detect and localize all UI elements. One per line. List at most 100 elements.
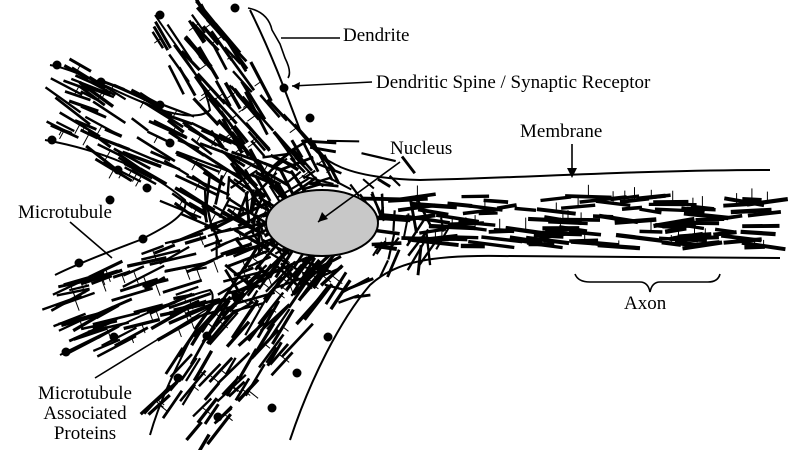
associated-protein-link: [74, 124, 81, 134]
microtubule-segment: [70, 77, 112, 96]
microtubule-segment: [253, 171, 278, 197]
associated-protein-link: [220, 369, 228, 376]
microtubule-segment: [104, 127, 123, 138]
microtubule-segment: [319, 266, 343, 279]
associated-protein-link: [224, 91, 236, 101]
microtubule-segment: [290, 139, 304, 159]
microtubule-segment: [113, 147, 151, 170]
microtubule-segment: [271, 239, 291, 268]
microtubule-segment: [458, 220, 496, 227]
dendritic-spine-label: Dendritic Spine / Synaptic Receptor: [376, 72, 651, 93]
microtubule-segment: [203, 381, 221, 401]
dendrite-label: Dendrite: [343, 25, 410, 46]
nucleus-label: Nucleus: [390, 138, 453, 159]
microtubule-segment: [237, 321, 266, 347]
associated-protein-link: [101, 279, 107, 292]
receptor-dot: [267, 403, 277, 413]
microtubule-segment: [302, 169, 316, 180]
spine-pointer: [291, 81, 373, 87]
associated-protein-link: [141, 323, 146, 334]
microtubule-segment: [592, 214, 614, 219]
microtubule-segment: [186, 266, 207, 273]
microtubule-segment: [196, 397, 219, 424]
associated-protein-link: [278, 353, 290, 363]
microtubule-segment: [387, 231, 396, 260]
microtubule-segment: [166, 23, 193, 61]
receptor-dot: [230, 3, 240, 13]
membrane-edge: [289, 254, 781, 441]
microtubule-segment: [266, 308, 291, 344]
microtubule-segment: [414, 194, 432, 227]
associated-protein-link: [250, 136, 258, 143]
microtubule-segment: [148, 119, 188, 140]
microtubule-segment: [181, 384, 197, 406]
microtubule-segment: [192, 24, 207, 43]
microtubule-segment: [581, 239, 620, 248]
receptor-dot: [105, 195, 115, 205]
microtubule-segment: [207, 97, 228, 121]
microtubule-segment: [141, 244, 165, 256]
microtubule-segment: [237, 348, 258, 381]
microtubule-segment: [440, 217, 445, 232]
microtubule-segment: [259, 94, 281, 119]
associated-protein-link: [229, 114, 238, 121]
microtubule-segment: [257, 227, 261, 255]
microtubule-segment: [747, 210, 782, 218]
microtubule-segment: [149, 252, 197, 266]
receptor-dot: [61, 347, 71, 357]
associated-protein-link: [264, 343, 271, 349]
map-pointer: [94, 299, 223, 379]
microtubule-segment: [301, 251, 333, 283]
receptor-dot: [109, 332, 119, 342]
microtubule-segment: [276, 265, 299, 287]
microtubule-segment: [202, 295, 232, 328]
microtubule-segment: [177, 138, 200, 150]
microtubule-segment: [202, 152, 243, 181]
microtubule-segment: [221, 117, 244, 154]
microtubule-segment: [96, 135, 130, 152]
microtubule-segment: [245, 264, 268, 286]
microtubule-segment: [287, 272, 314, 287]
microtubule-segment: [195, 0, 228, 39]
microtubule-segment: [123, 317, 161, 331]
microtubule-segment: [316, 255, 342, 271]
microtubule-segment: [375, 240, 387, 255]
receptor-dot: [173, 373, 183, 383]
microtubule-segment: [168, 53, 190, 83]
receptor-dot: [96, 77, 106, 87]
microtubule-segment: [513, 238, 535, 245]
microtubule-segment: [153, 243, 176, 255]
microtubule-segment: [683, 211, 729, 221]
microtubule-segment: [249, 172, 269, 183]
microtubule-segment: [213, 45, 228, 71]
microtubule-segment: [175, 285, 199, 296]
microtubule-segment: [309, 176, 332, 186]
microtubule-segment: [263, 161, 292, 175]
microtubule-segment: [231, 301, 265, 313]
microtubule-segment: [341, 276, 370, 294]
associated-protein-link: [277, 283, 289, 292]
microtubule-segment: [199, 142, 239, 160]
microtubule-segment: [225, 320, 251, 348]
microtubule-segment: [244, 363, 266, 397]
associated-protein-link: [242, 388, 251, 396]
microtubule-segment: [208, 311, 239, 346]
associated-protein-link: [153, 136, 159, 144]
microtubule-segment: [328, 176, 352, 191]
associated-protein-link: [80, 281, 86, 294]
associated-protein-link: [154, 37, 162, 44]
microtubule-segment: [211, 225, 221, 247]
microtubule-segment: [303, 283, 334, 321]
associated-protein-link: [177, 328, 182, 338]
microtubule-segment: [558, 225, 588, 234]
microtubule-label: Microtubule: [18, 202, 112, 223]
microtubule-segment: [50, 77, 83, 96]
microtubule-segment: [130, 117, 149, 132]
microtubule-segment: [139, 167, 168, 185]
microtubule-segment: [514, 206, 537, 213]
microtubule-segment: [232, 70, 253, 93]
microtubule-segment: [218, 196, 232, 219]
associated-protein-link: [59, 130, 65, 140]
microtubule-segment: [92, 100, 127, 124]
